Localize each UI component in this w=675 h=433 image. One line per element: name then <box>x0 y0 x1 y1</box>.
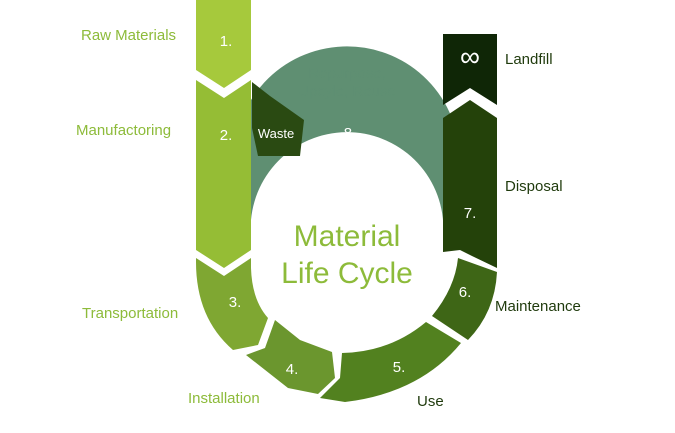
stage-3-label: Transportation <box>82 305 178 322</box>
infinity-icon: ∞ <box>460 41 480 72</box>
stage-8-label-line-1: Repurpose, <box>308 65 386 82</box>
stage-5-number: 5. <box>393 359 406 376</box>
stage-7-segment <box>443 100 497 268</box>
stage-3-number: 3. <box>229 294 242 311</box>
stage-1-number: 1. <box>220 33 233 50</box>
stage-2-number: 2. <box>220 127 233 144</box>
waste-shape <box>252 82 304 156</box>
stage-3-segment <box>196 258 268 350</box>
stage-8-number: 8. <box>344 125 357 142</box>
stage-2-segment <box>196 80 251 268</box>
stage-7-label: Disposal <box>505 178 563 195</box>
stage-4-segment <box>246 320 335 394</box>
stage-1-label: Raw Materials <box>81 27 176 44</box>
stage-6-segment <box>432 258 497 340</box>
title-line-2: Life Cycle <box>281 257 413 290</box>
stage-8-arc <box>251 46 460 237</box>
waste-label: Waste <box>258 126 294 141</box>
stage-4-label: Installation <box>188 390 260 407</box>
stage-4-number: 4. <box>286 361 299 378</box>
stage-6-number: 6. <box>459 284 472 301</box>
stage-5-label: Use <box>417 393 444 410</box>
title-line-1: Material <box>294 220 401 253</box>
stage-6-label: Maintenance <box>495 298 581 315</box>
stage-7-number: 7. <box>464 205 477 222</box>
stage-1-segment <box>196 0 251 88</box>
stage-2-label: Manufactoring <box>76 122 171 139</box>
stage-8-label-line-2: Upcyle, Reuse <box>298 83 396 100</box>
stage-5-segment <box>320 322 461 402</box>
landfill-label: Landfill <box>505 51 553 68</box>
landfill-box <box>443 34 497 105</box>
